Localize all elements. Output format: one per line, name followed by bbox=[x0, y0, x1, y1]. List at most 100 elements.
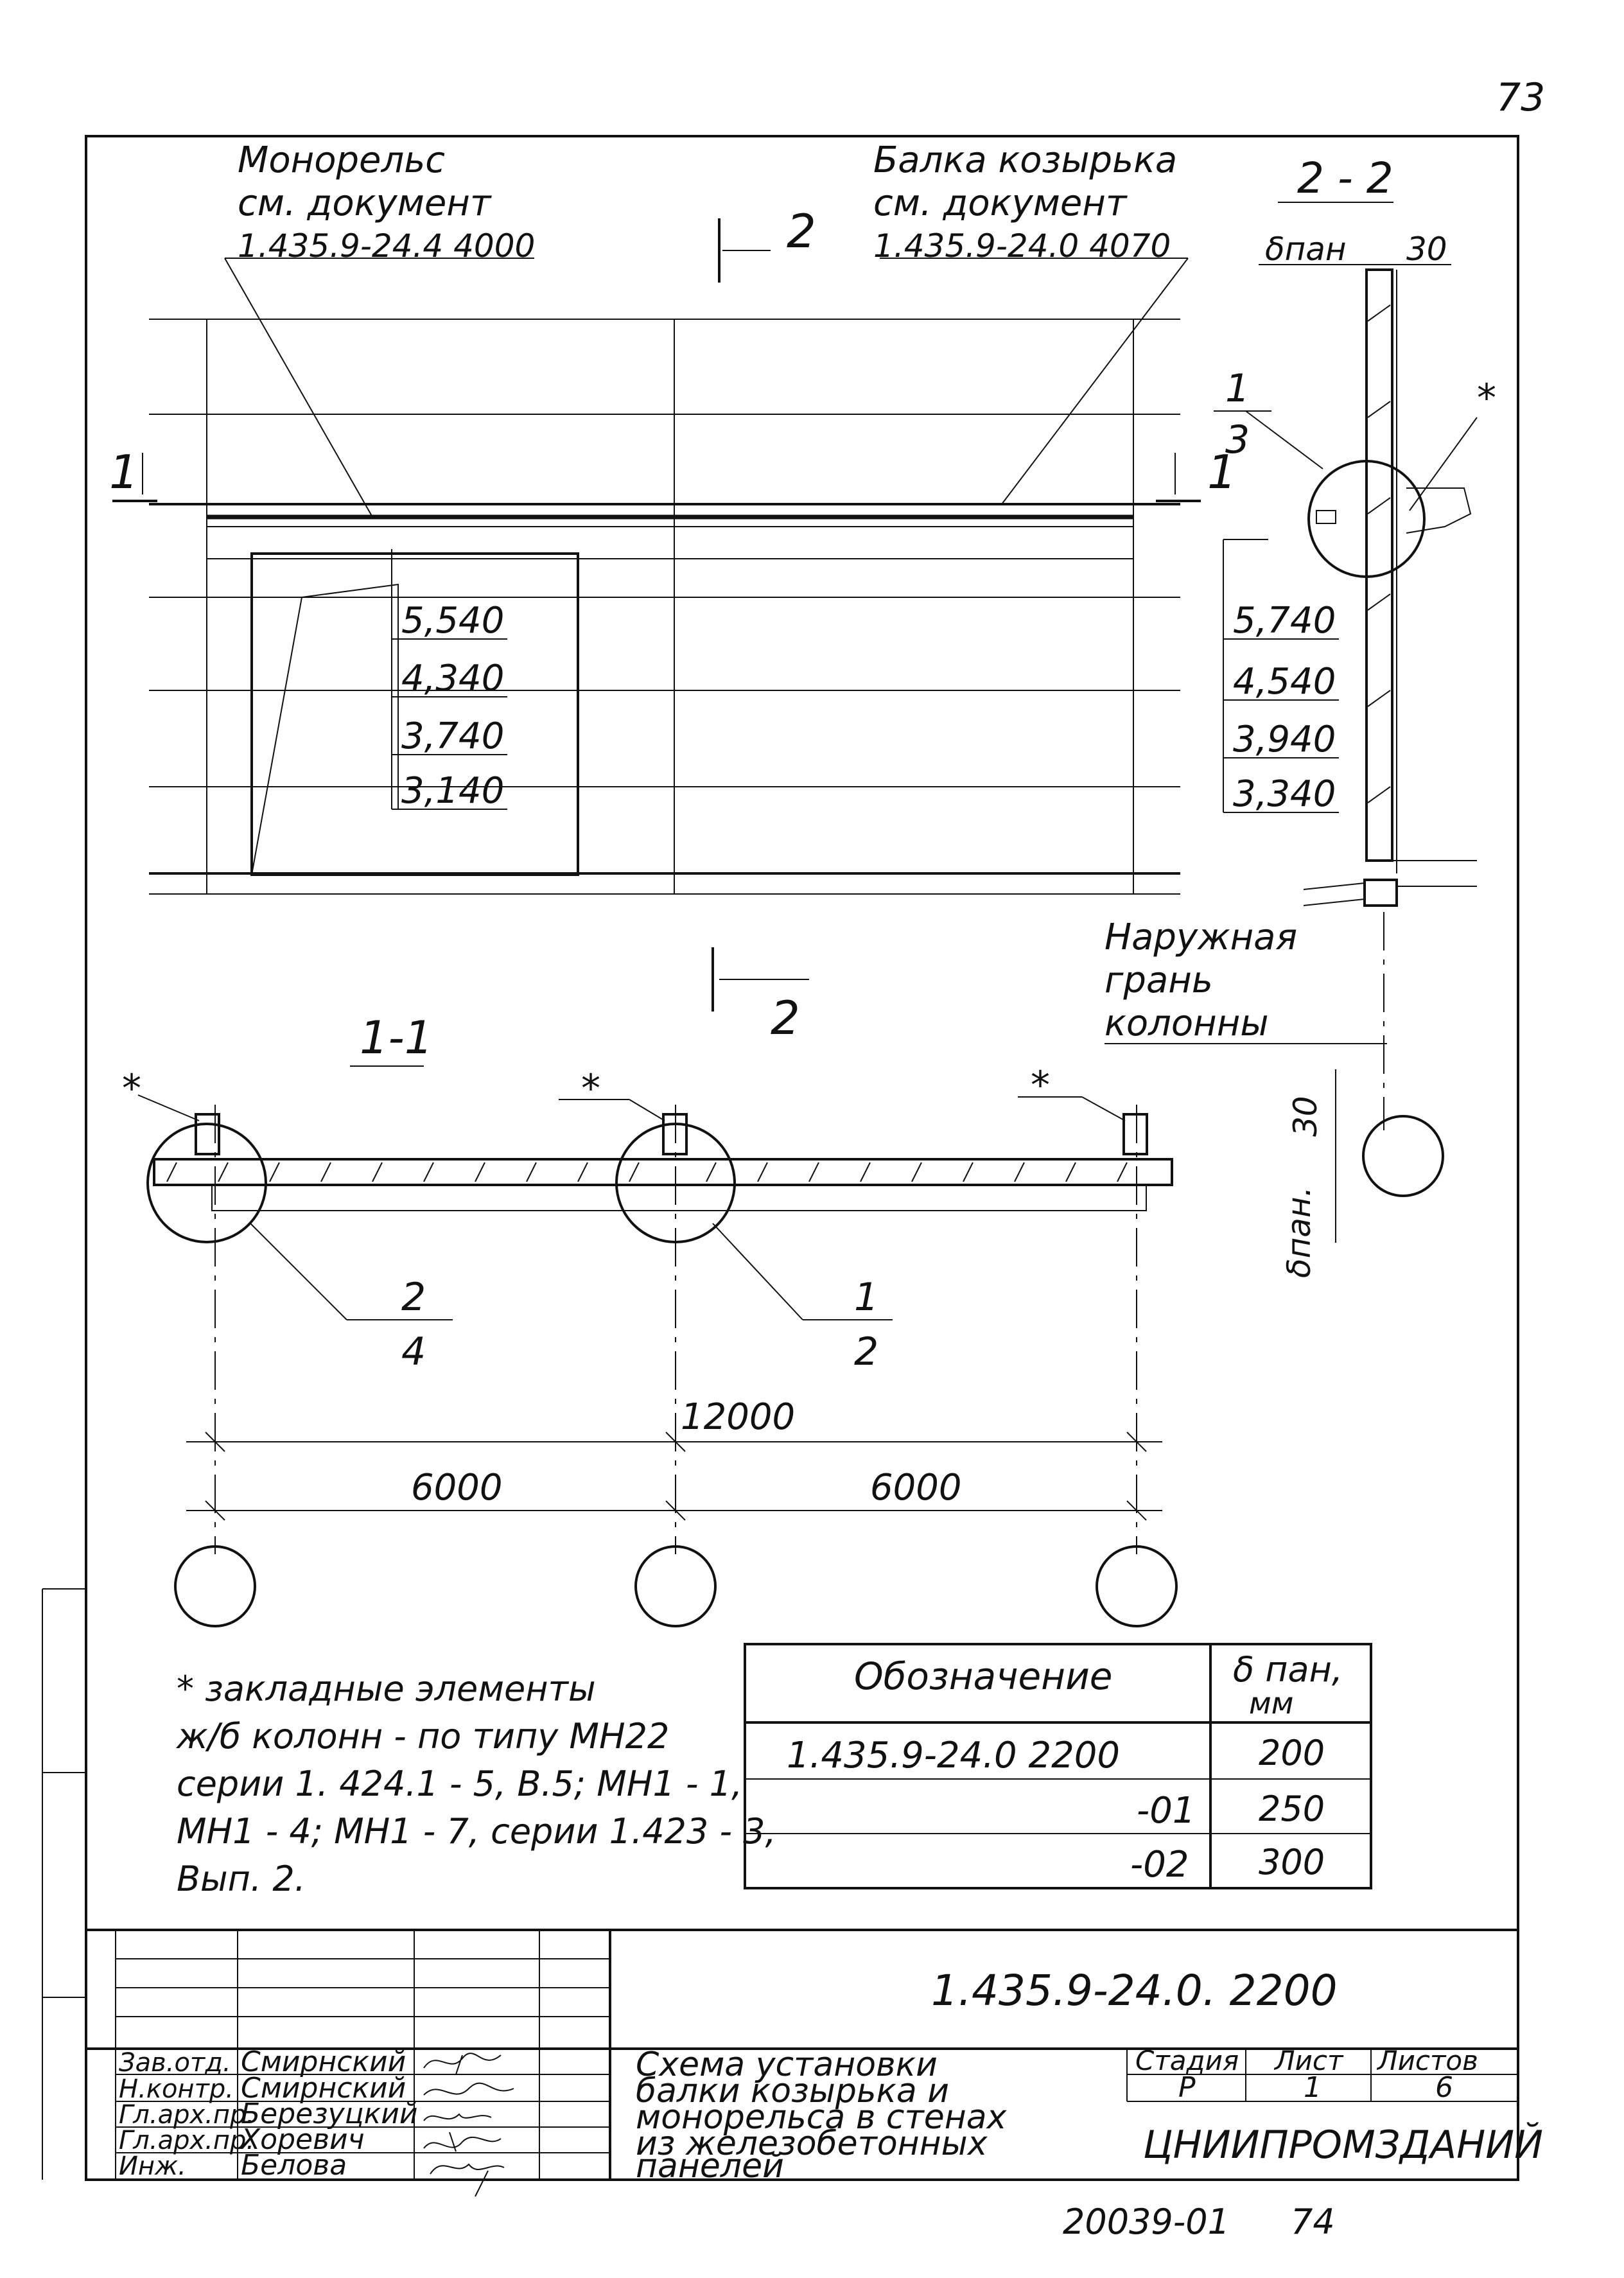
star-mid: * bbox=[581, 1066, 600, 1111]
callout-left-sheet: 4 bbox=[401, 1329, 426, 1374]
monorail-note-line-1: Монорельс bbox=[238, 139, 445, 181]
section-level-2: 4,540 bbox=[1233, 661, 1336, 703]
cut-1-1-left: 1 bbox=[109, 445, 139, 499]
monorail-note-line-2: см. документ bbox=[238, 182, 492, 224]
facade-note-line-3: колонны bbox=[1104, 1003, 1269, 1044]
callout-mid-number: 1 bbox=[854, 1275, 878, 1320]
table-row-2-designation: -01 bbox=[1137, 1790, 1195, 1832]
dim-total: 12000 bbox=[681, 1396, 795, 1438]
sheets-value: 6 bbox=[1435, 2071, 1453, 2104]
elevation-levels: 5,540 4,340 3,740 3,140 bbox=[401, 600, 504, 812]
facade-note-line-2: грань bbox=[1104, 959, 1213, 1001]
title-block: Зав.отд. Н.контр. Гл.арх.пр. Гл.арх.пр. … bbox=[86, 1929, 1543, 2197]
callout-number: 1 bbox=[1225, 366, 1250, 411]
star-left: * bbox=[122, 1066, 141, 1111]
sheet-header: Лист bbox=[1273, 2045, 1344, 2076]
table-row-2-value: 250 bbox=[1259, 1789, 1325, 1829]
detail-callout-circle bbox=[1307, 460, 1426, 578]
beam-note-line-2: см. документ bbox=[873, 182, 1128, 224]
cut-2-2-bottom: 2 bbox=[771, 991, 800, 1045]
table-header-designation: Обозначение bbox=[854, 1654, 1112, 1698]
section-2-2-title: 2 - 2 bbox=[1297, 153, 1393, 203]
name-4: Хоревич bbox=[240, 2123, 365, 2156]
callout-left-number: 2 bbox=[401, 1275, 426, 1320]
beam-leader bbox=[1001, 258, 1189, 505]
embed-left bbox=[195, 1113, 220, 1155]
monorail-note-line-3: 1.435.9-24.4 4000 bbox=[238, 227, 535, 265]
section-level-1: 5,740 bbox=[1233, 600, 1336, 642]
archive-number: 20039-01 bbox=[1063, 2202, 1230, 2242]
dim-left-span: 6000 bbox=[411, 1467, 503, 1509]
table-header-unit: мм bbox=[1249, 1686, 1293, 1721]
organization-name: ЦНИИПРОМЗДАНИЙ bbox=[1143, 2122, 1543, 2168]
title-line-4: из железобетонных bbox=[636, 2125, 988, 2163]
section-level-3: 3,940 bbox=[1233, 719, 1336, 760]
signatures bbox=[423, 2053, 514, 2197]
name-1: Смирнский bbox=[241, 2046, 406, 2078]
footnote: * закладные элементы ж/б колонн - по тип… bbox=[175, 1669, 776, 1899]
level-3: 3,740 bbox=[401, 715, 504, 757]
name-5: Белова bbox=[241, 2149, 347, 2182]
name-2: Смирнский bbox=[241, 2072, 406, 2105]
facade-note-line-1: Наружная bbox=[1104, 916, 1297, 958]
elevation-view: 1 1 2 2 bbox=[109, 204, 1237, 1045]
sheet-frame bbox=[85, 135, 1519, 2181]
table-header-thickness: δ пан, bbox=[1233, 1649, 1343, 1690]
cut-2-2-top: 2 bbox=[787, 204, 816, 258]
title-line-3: монорельса в стенах bbox=[636, 2098, 1008, 2137]
footnote-line-5: Вып. 2. bbox=[177, 1859, 306, 1899]
sheet-value: 1 bbox=[1304, 2071, 1322, 2104]
axis-marker-2 bbox=[634, 1545, 717, 1627]
callout-mid-sheet: 2 bbox=[854, 1329, 878, 1374]
dim-right-span: 6000 bbox=[870, 1467, 962, 1509]
table-row-3-designation: -02 bbox=[1130, 1844, 1189, 1886]
spec-table: Обозначение δ пан, мм 1.435.9-24.0 2200 … bbox=[744, 1643, 1372, 1889]
dim-panel-vertical: δпан. bbox=[1280, 1186, 1318, 1278]
axis-marker-3 bbox=[1096, 1545, 1178, 1627]
level-4: 3,140 bbox=[401, 770, 504, 812]
embed-right bbox=[1122, 1113, 1148, 1155]
title-line-5: панелей bbox=[636, 2147, 784, 2186]
beam-strip bbox=[211, 1184, 1147, 1211]
elevation-beam-note: Балка козырька см. документ 1.435.9-24.0… bbox=[873, 139, 1177, 265]
door-opening bbox=[250, 552, 579, 876]
axis-marker-column bbox=[1362, 1115, 1444, 1197]
table-row-1-value: 200 bbox=[1259, 1733, 1325, 1773]
sheets-header: Листов bbox=[1376, 2045, 1478, 2076]
footnote-line-1: * закладные элементы bbox=[177, 1669, 596, 1709]
level-2: 4,340 bbox=[401, 658, 504, 699]
section-2-2-star: * bbox=[1477, 376, 1496, 421]
monorail-leader bbox=[224, 258, 373, 518]
star-right: * bbox=[1031, 1063, 1050, 1108]
axis-marker-1 bbox=[174, 1545, 256, 1627]
role-2: Н.контр. bbox=[119, 2074, 234, 2104]
section-1-1-title: 1-1 bbox=[360, 1012, 433, 1064]
section-level-4: 3,340 bbox=[1233, 773, 1336, 815]
role-5: Инж. bbox=[119, 2151, 186, 2181]
footnote-line-4: МН1 - 4; МН1 - 7, серии 1.423 - 3, bbox=[177, 1811, 776, 1852]
name-3: Березуцкий bbox=[241, 2098, 417, 2130]
title-line-1: Схема установки bbox=[636, 2046, 938, 2084]
section-1-1-view: 1-1 * * * 2 4 1 bbox=[122, 1012, 1444, 1627]
wall-panel-section bbox=[1365, 268, 1393, 862]
footnote-line-3: серии 1. 424.1 - 5, В.5; МН1 - 1, bbox=[177, 1764, 742, 1804]
elevation-monorail-note: Монорельс см. документ 1.435.9-24.4 4000 bbox=[238, 139, 535, 265]
table-row-3-value: 300 bbox=[1259, 1842, 1325, 1882]
role-1: Зав.отд. bbox=[119, 2048, 231, 2078]
panel-thickness-label: δпан bbox=[1265, 231, 1347, 268]
stage-value: Р bbox=[1178, 2071, 1196, 2104]
section-2-2-view: 2 - 2 δпан 30 1 3 * 5,740 4,540 3,940 3 bbox=[1104, 153, 1496, 1130]
beam-note-line-1: Балка козырька bbox=[873, 139, 1177, 181]
callout-circle-left bbox=[146, 1123, 267, 1243]
role-4: Гл.арх.пр. bbox=[119, 2126, 254, 2155]
document-code: 1.435.9-24.0. 2200 bbox=[931, 1966, 1338, 2015]
page-number-top: 73 bbox=[1496, 75, 1545, 120]
cut-1-1-right: 1 bbox=[1207, 445, 1237, 499]
dim-30: 30 bbox=[1287, 1096, 1324, 1137]
panel-offset-dim: 30 bbox=[1406, 231, 1447, 268]
footnote-line-2: ж/б колонн - по типу МН22 bbox=[175, 1716, 669, 1757]
role-3: Гл.арх.пр. bbox=[119, 2100, 254, 2130]
table-row-1-designation: 1.435.9-24.0 2200 bbox=[787, 1735, 1120, 1776]
beam-note-line-3: 1.435.9-24.0 4070 bbox=[873, 227, 1171, 265]
